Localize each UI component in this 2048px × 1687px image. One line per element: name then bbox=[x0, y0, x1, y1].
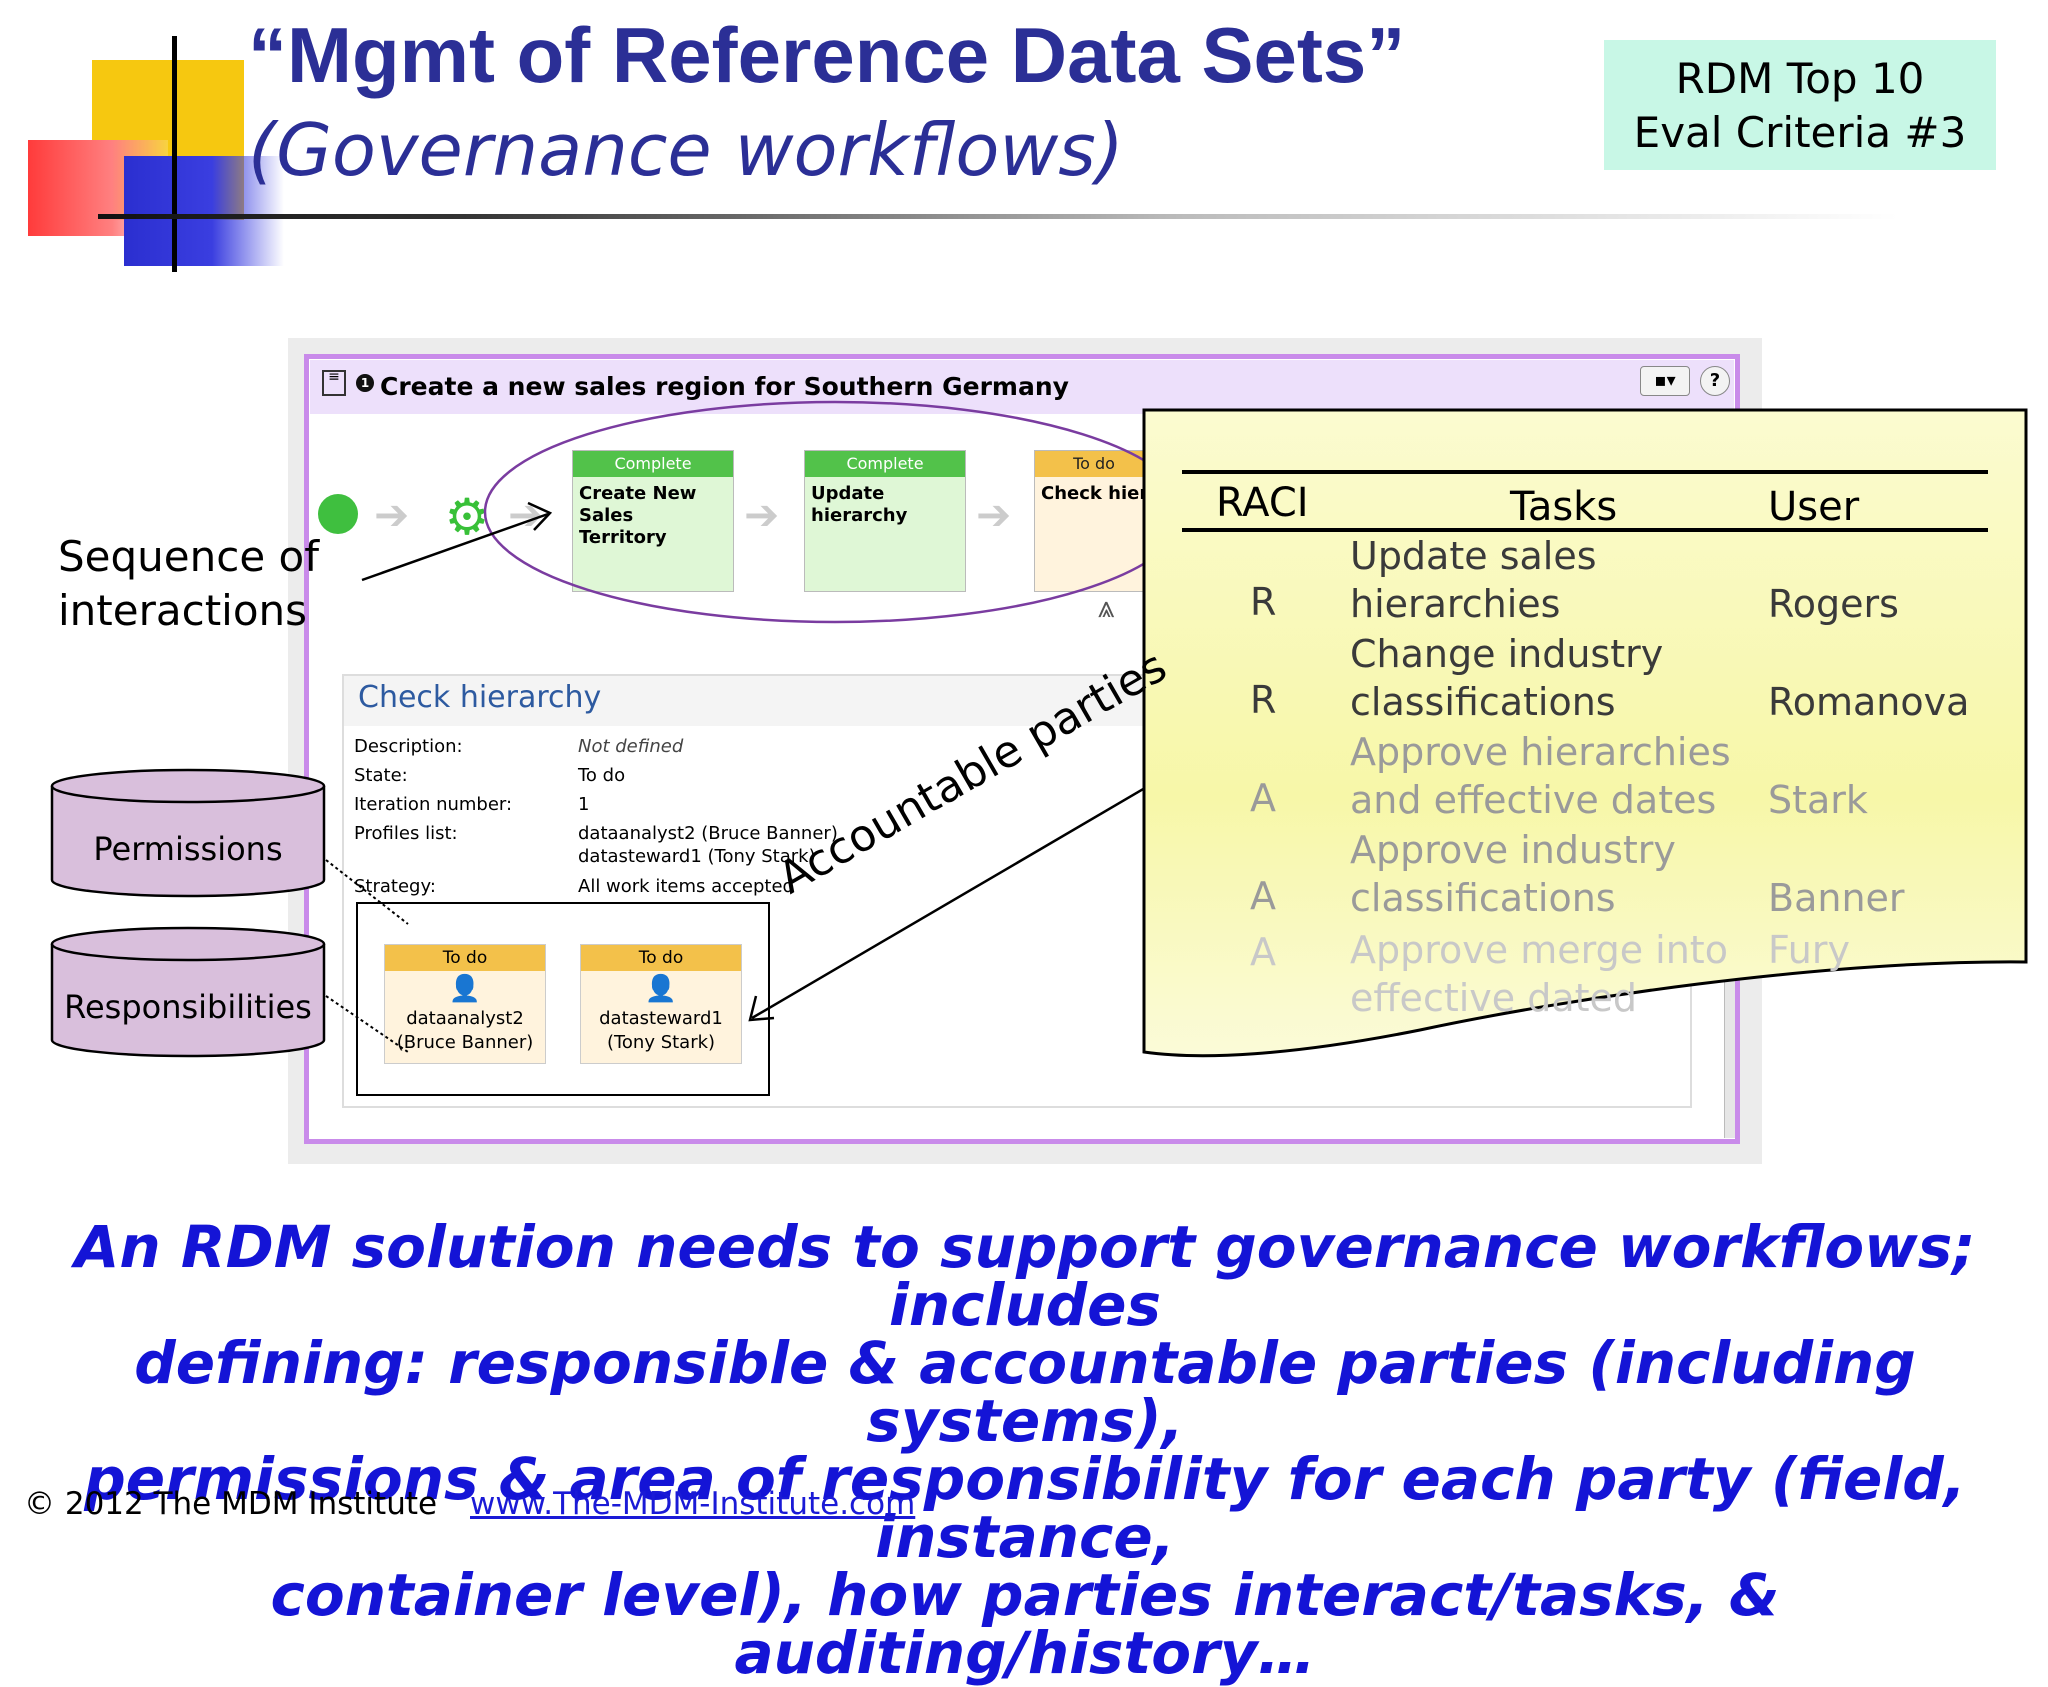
user-icon: 👤 bbox=[448, 974, 482, 1004]
workflow-step-create-territory[interactable]: Complete Create New Sales Territory bbox=[572, 450, 734, 592]
flow-arrow-icon: ➔ bbox=[744, 490, 780, 539]
permissions-label: Permissions bbox=[93, 830, 283, 868]
raci-user: Fury bbox=[1768, 928, 1850, 972]
raci-user: Stark bbox=[1768, 778, 1868, 822]
permissions-cylinder bbox=[50, 768, 326, 898]
accountable-arrow-head bbox=[748, 995, 775, 1022]
sequence-arrow-head bbox=[527, 501, 553, 531]
workflow-step-update-hierarchy[interactable]: Complete Update hierarchy bbox=[804, 450, 966, 592]
field-value: datasteward1 (Tony Stark) bbox=[578, 846, 816, 867]
info-icon: 1 bbox=[356, 374, 374, 392]
annotation-overlay bbox=[50, 400, 2028, 1058]
raci-user: Romanova bbox=[1768, 680, 1970, 724]
summary-line-4: container level), how parties interact/t… bbox=[270, 1561, 1780, 1687]
step-name: Create New Sales Territory bbox=[579, 483, 697, 548]
permissions-connector bbox=[325, 859, 409, 925]
badge-line-1: RDM Top 10 bbox=[1675, 54, 1925, 103]
field-value: dataanalyst2 (Bruce Banner) bbox=[578, 823, 838, 844]
raci-task: and effective dates bbox=[1350, 778, 1717, 822]
help-button[interactable]: ? bbox=[1700, 366, 1730, 396]
accountable-arrow-line bbox=[751, 762, 1187, 1020]
gear-icon[interactable]: ⚙ bbox=[444, 488, 490, 546]
raci-task: Change industry bbox=[1350, 632, 1664, 676]
raci-code: A bbox=[1250, 776, 1276, 820]
flow-arrow-icon: ➔ bbox=[374, 490, 410, 539]
sequence-label-line2: interactions bbox=[58, 586, 308, 635]
field-label: Strategy: bbox=[354, 876, 436, 897]
field-label: Description: bbox=[354, 736, 463, 757]
card-status: To do bbox=[385, 945, 545, 971]
workflow-title: Create a new sales region for Southern G… bbox=[380, 372, 1069, 401]
responsibilities-label: Responsibilities bbox=[64, 988, 312, 1026]
party-card-dataanalyst2[interactable]: To do 👤 dataanalyst2 (Bruce Banner) bbox=[384, 944, 546, 1064]
accountable-parties-box bbox=[356, 902, 770, 1096]
sequence-ellipse bbox=[483, 400, 1187, 624]
raci-header-tasks: Tasks bbox=[1510, 484, 1618, 530]
field-label: State: bbox=[354, 765, 408, 786]
field-value: 1 bbox=[578, 794, 590, 815]
field-label: Profiles list: bbox=[354, 823, 458, 844]
footer-copyright: © 2012 The MDM Institute bbox=[24, 1486, 438, 1522]
decor-vertical-line bbox=[172, 36, 177, 272]
step-status: Complete bbox=[805, 451, 965, 477]
summary-line-1: An RDM solution needs to support governa… bbox=[74, 1213, 1976, 1339]
raci-task: hierarchies bbox=[1350, 582, 1561, 626]
raci-code: A bbox=[1250, 930, 1276, 974]
responsibilities-cylinder bbox=[50, 926, 326, 1058]
raci-task: Approve industry bbox=[1350, 828, 1676, 872]
flow-arrow-icon: ➔ bbox=[976, 490, 1012, 539]
step-name: Check hiera bbox=[1041, 483, 1154, 504]
field-value: All work items accepted bbox=[578, 876, 794, 897]
raci-header-user: User bbox=[1768, 484, 1860, 530]
badge-line-2: Eval Criteria #3 bbox=[1633, 108, 1967, 157]
card-status: To do bbox=[581, 945, 741, 971]
field-value: To do bbox=[578, 765, 626, 786]
responsibilities-connector bbox=[325, 995, 409, 1053]
raci-code: R bbox=[1250, 678, 1277, 722]
party-card-datasteward1[interactable]: To do 👤 datasteward1 (Tony Stark) bbox=[580, 944, 742, 1064]
card-user: datasteward1 bbox=[599, 1008, 723, 1029]
raci-task: effective dated bbox=[1350, 976, 1638, 1020]
window-header bbox=[310, 360, 1734, 414]
step-status: Complete bbox=[573, 451, 733, 477]
slide-title: “Mgmt of Reference Data Sets” bbox=[248, 11, 1406, 99]
summary-line-2: defining: responsible & accountable part… bbox=[134, 1329, 1916, 1455]
raci-document-shape bbox=[1142, 408, 2028, 1058]
criteria-badge: RDM Top 10 Eval Criteria #3 bbox=[1604, 40, 1996, 170]
decor-horizontal-rule bbox=[98, 214, 1898, 219]
raci-task: classifications bbox=[1350, 876, 1616, 920]
raci-task: classifications bbox=[1350, 680, 1616, 724]
raci-task: Update sales bbox=[1350, 534, 1597, 578]
sequence-label: Sequence of interactions bbox=[58, 530, 319, 638]
card-user: dataanalyst2 bbox=[406, 1008, 524, 1029]
slide-subtitle: (Governance workflows) bbox=[248, 108, 1124, 192]
raci-task: Approve merge into bbox=[1350, 928, 1728, 972]
collapse-chevron-icon[interactable]: ⩓ bbox=[1098, 590, 1115, 625]
raci-code: A bbox=[1250, 874, 1276, 918]
list-icon: ≡ bbox=[322, 370, 346, 396]
workflow-start-node[interactable] bbox=[318, 494, 358, 534]
card-person: (Tony Stark) bbox=[606, 1032, 716, 1053]
raci-header-raci: RACI bbox=[1216, 480, 1309, 526]
sequence-arrow-line bbox=[361, 512, 549, 582]
raci-task: Approve hierarchies bbox=[1350, 730, 1731, 774]
field-label: Iteration number: bbox=[354, 794, 513, 815]
decor-blue-square bbox=[124, 156, 284, 266]
detail-title: Check hierarchy bbox=[358, 680, 602, 715]
footer-link[interactable]: www.The-MDM-Institute.com bbox=[470, 1486, 916, 1522]
sequence-label-line1: Sequence of bbox=[58, 532, 320, 581]
summary-statement: An RDM solution needs to support governa… bbox=[60, 1218, 1990, 1682]
user-admin-icon: 👤 bbox=[644, 974, 678, 1004]
raci-user: Banner bbox=[1768, 876, 1905, 920]
raci-code: R bbox=[1250, 580, 1277, 624]
field-value: Not defined bbox=[578, 736, 684, 757]
view-dropdown-button[interactable]: ▪▾ bbox=[1640, 366, 1690, 396]
raci-user: Rogers bbox=[1768, 582, 1899, 626]
flow-arrow-icon: ➔ bbox=[508, 490, 544, 539]
card-person: (Bruce Banner) bbox=[396, 1032, 534, 1053]
step-name: Update hierarchy bbox=[811, 483, 908, 526]
